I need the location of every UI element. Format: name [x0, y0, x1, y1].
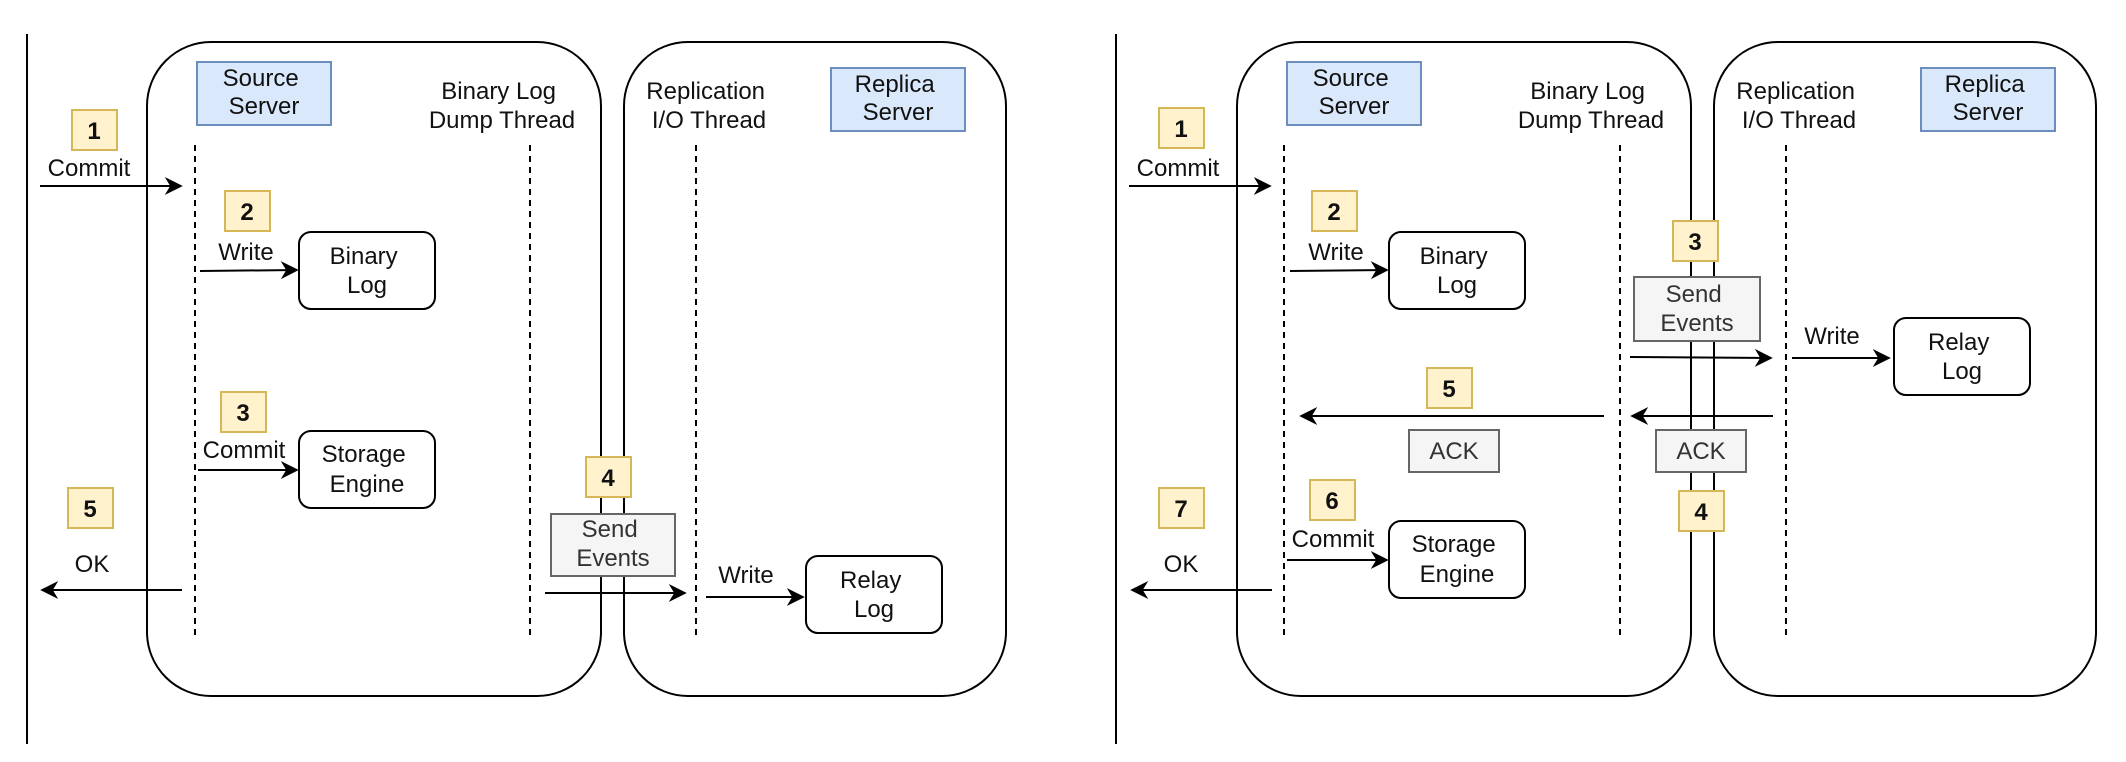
step-5-badge — [1426, 367, 1473, 409]
step-2-badge — [224, 190, 271, 232]
source-server-box — [1286, 61, 1422, 126]
ok-label: OK — [75, 551, 110, 578]
relay-log-box — [805, 555, 943, 634]
step-6-number: 6 — [1325, 488, 1338, 515]
step-6-badge — [1309, 479, 1356, 521]
source-server-label: Source Server — [223, 65, 306, 120]
send-events-arrow — [1629, 348, 1773, 367]
send-events-box — [1633, 276, 1761, 342]
step-1-number: 1 — [1174, 116, 1187, 143]
step-1-badge — [71, 109, 118, 151]
send-events-box — [550, 513, 676, 577]
replica-server-container — [623, 41, 1007, 697]
binary-log-label: Binary Log — [1420, 243, 1495, 299]
step-7-number: 7 — [1174, 496, 1187, 523]
step-4-badge — [1678, 490, 1725, 532]
ok-label: OK — [1164, 551, 1199, 578]
binary-log-label: Binary Log — [330, 243, 405, 299]
replica-server-label: Replica Server — [1945, 71, 2032, 126]
semisync-replication-diagram: Source Server Binary Log Dump Thread Rep… — [1115, 34, 2097, 744]
source-server-label: Source Server — [1313, 65, 1396, 120]
storage-engine-label: Storage Engine — [1412, 531, 1503, 588]
send-events-label: Send Events — [576, 516, 649, 572]
storage-engine-label: Storage Engine — [322, 441, 413, 498]
step-5-number: 5 — [83, 496, 96, 523]
write-binary-log-arrow — [1289, 261, 1389, 280]
write-relay-label: Write — [718, 562, 774, 589]
commit-storage-label: Commit — [203, 437, 286, 464]
step-3-badge — [220, 391, 267, 433]
replica-server-box — [830, 67, 966, 132]
write-label: Write — [218, 239, 274, 266]
ack-left-box — [1408, 429, 1500, 473]
step-1-badge — [1158, 107, 1205, 149]
dump-thread-label: Binary Log Dump Thread — [1518, 78, 1664, 134]
step-2-badge — [1311, 190, 1358, 232]
write-binary-log-arrow — [199, 261, 299, 280]
step-5-number: 5 — [1442, 376, 1455, 403]
relay-log-box — [1893, 317, 2031, 396]
source-server-container — [146, 41, 602, 697]
step-7-badge — [1158, 487, 1205, 529]
replica-server-label: Replica Server — [855, 71, 942, 126]
step-3-badge — [1672, 220, 1719, 262]
step-2-number: 2 — [240, 199, 253, 226]
step-3-number: 3 — [1688, 229, 1701, 256]
commit-label: Commit — [48, 155, 131, 182]
ack-left-label: ACK — [1429, 438, 1478, 465]
dump-thread-label: Binary Log Dump Thread — [429, 78, 575, 134]
ack-right-label: ACK — [1676, 438, 1725, 465]
step-1-number: 1 — [87, 118, 100, 145]
binary-log-box — [298, 231, 436, 310]
replica-server-container — [1713, 41, 2097, 697]
source-server-box — [196, 61, 332, 126]
storage-engine-box — [298, 430, 436, 509]
relay-log-label: Relay Log — [1928, 329, 1996, 385]
write-relay-label: Write — [1804, 323, 1860, 350]
send-events-label: Send Events — [1660, 281, 1733, 337]
step-4-number: 4 — [1694, 499, 1708, 526]
replica-server-box — [1920, 67, 2056, 132]
storage-engine-box — [1388, 520, 1526, 599]
step-4-number: 4 — [601, 465, 615, 492]
replication-thread-label: Replication I/O Thread — [1736, 78, 1861, 134]
step-4-badge — [585, 456, 632, 498]
step-3-number: 3 — [236, 400, 249, 427]
commit-storage-label: Commit — [1292, 526, 1375, 553]
ack-right-box — [1655, 429, 1747, 473]
step-2-number: 2 — [1327, 199, 1340, 226]
source-server-container — [1236, 41, 1692, 697]
replication-thread-label: Replication I/O Thread — [646, 78, 771, 134]
async-replication-diagram: Source Server Binary Log Dump Thread Rep… — [26, 34, 1007, 744]
write-label: Write — [1308, 239, 1364, 266]
binary-log-box — [1388, 231, 1526, 310]
commit-label: Commit — [1137, 155, 1220, 182]
relay-log-label: Relay Log — [840, 567, 908, 623]
step-5-badge — [67, 487, 114, 529]
